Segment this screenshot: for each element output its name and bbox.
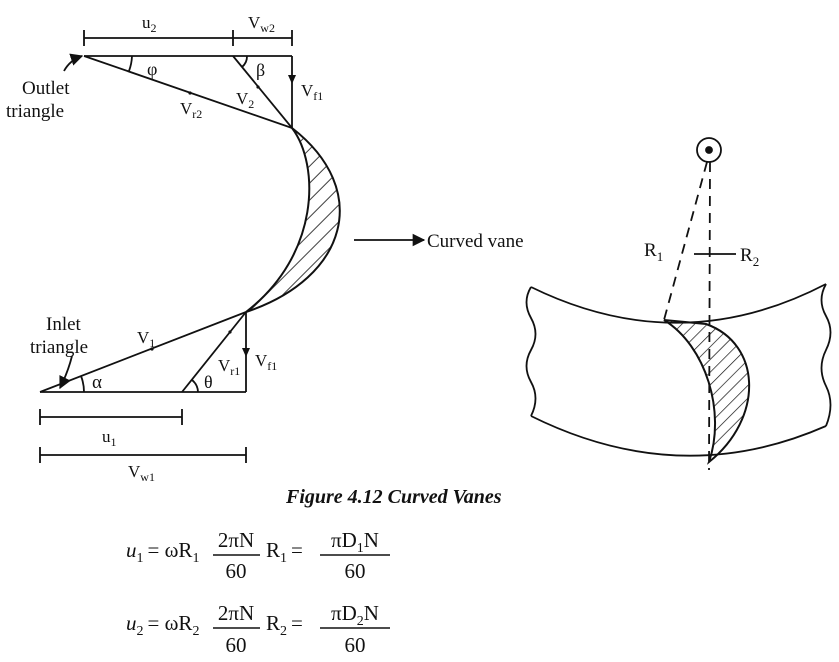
v2-label: V2 [236, 89, 254, 111]
eq1-frac2-num: πD1N [331, 528, 379, 556]
phi-arc [128, 55, 133, 72]
pivot-dot [705, 146, 713, 154]
theta-arc [191, 379, 199, 393]
equation-2: u2= ωR2 2πN 60 R2= πD2N 60 [126, 601, 390, 657]
outlet-label-line2: triangle [6, 101, 64, 122]
beta-arc [241, 55, 248, 68]
theta-label: θ [204, 372, 213, 392]
right-figure [525, 137, 832, 471]
eq1-frac2-den: 60 [345, 559, 366, 583]
right-labels: R1 R2 [644, 240, 759, 269]
figure-caption: Figure 4.12 Curved Vanes [285, 486, 502, 508]
eq1-lhs: u1= ωR1 [126, 538, 199, 566]
vr2-label: Vr2 [180, 99, 202, 121]
curved-vane [245, 127, 341, 313]
vf-outlet-label: Vf1 [301, 81, 323, 103]
small-curved-vane [663, 319, 751, 465]
eq2-frac1-num: 2πN [218, 601, 254, 625]
equation-1: u1= ωR1 2πN 60 R1= πD1N 60 [126, 528, 390, 583]
pivot-outer-circle [696, 137, 722, 163]
alpha-label: α [92, 372, 102, 393]
r1-dashed-line [663, 161, 708, 321]
alpha-arc [80, 375, 85, 393]
phi-label: φ [147, 59, 157, 79]
left-labels: u2 Vw2 Outlet triangle φ β V2 Vr2 Vf1 Cu… [6, 13, 524, 484]
eq1-frac1-num: 2πN [218, 528, 254, 552]
eq1-mid: R1= [266, 538, 303, 566]
inlet-label-line2: triangle [30, 337, 88, 358]
wheel-inner-curve [530, 415, 827, 457]
inlet-label-line1: Inlet [46, 314, 82, 335]
eq2-frac2-den: 60 [345, 633, 366, 657]
wheel-right-break [820, 283, 832, 427]
u2-label: u2 [142, 13, 157, 35]
curved-vane-label: Curved vane [427, 231, 524, 252]
vf-inlet-label: Vf1 [255, 351, 277, 373]
eq2-frac1-den: 60 [226, 633, 247, 657]
vr2-line [83, 55, 293, 129]
outlet-pointer [63, 53, 84, 72]
r1-label: R1 [644, 240, 663, 264]
vw1-label: Vw1 [128, 462, 155, 484]
v1-label: V1 [137, 328, 155, 350]
v2-line [232, 55, 293, 129]
r2-dashed-line [708, 161, 711, 471]
u1-label: u1 [102, 427, 117, 449]
r2-label: R2 [740, 245, 759, 269]
eq2-mid: R2= [266, 611, 303, 639]
v1-line [39, 311, 247, 393]
vw2-label: Vw2 [248, 13, 275, 35]
left-figure [39, 30, 426, 463]
outlet-label-line1: Outlet [22, 78, 70, 99]
inlet-pointer [59, 355, 73, 390]
eq2-frac2-num: πD2N [331, 601, 379, 629]
wheel-outer-curve [530, 283, 827, 324]
eq1-frac1-den: 60 [226, 559, 247, 583]
vr1-line [181, 311, 247, 393]
vr1-label: Vr1 [218, 356, 240, 378]
wheel-left-break [525, 286, 537, 417]
eq2-lhs: u2= ωR2 [126, 611, 199, 639]
beta-label: β [256, 60, 265, 80]
